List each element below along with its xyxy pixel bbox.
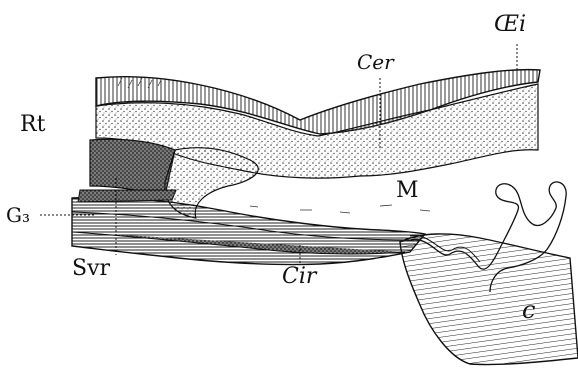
label-cer: Cer <box>357 52 394 72</box>
label-g3: G₃ <box>6 205 30 225</box>
label-cir: Cir <box>282 266 316 288</box>
label-svr: Svr <box>72 258 110 280</box>
label-rt: Rt <box>20 114 45 136</box>
label-c: c <box>522 298 535 322</box>
label-oei: Œi <box>494 14 526 36</box>
label-m: M <box>396 180 419 202</box>
capsule-c <box>400 234 578 365</box>
retina-dark-block <box>90 139 175 196</box>
